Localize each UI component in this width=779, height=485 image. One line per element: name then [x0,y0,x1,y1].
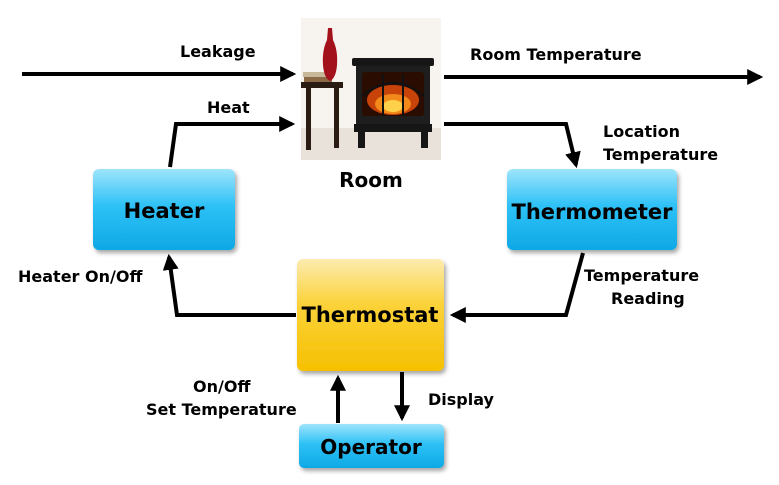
heater-on-off-label: Heater On/Off [18,267,143,286]
heat-arrow [168,116,296,168]
thermometer-label: Thermometer [512,200,674,224]
temperature-reading-label-line1: Temperature [584,266,699,285]
set-temperature-label: Set Temperature [146,400,297,419]
on-off-label: On/Off [193,377,251,396]
location-temperature-arrow [444,122,581,169]
operator-box: Operator [299,424,444,468]
room-label: Room [339,168,403,192]
room-image [301,18,441,160]
thermostat-label: Thermostat [302,303,439,327]
heater-on-off-arrow [162,253,296,317]
operator-label: Operator [320,435,422,459]
display-label: Display [428,390,495,409]
location-temperature-label-line2: Temperature [603,145,718,164]
temperature-reading-arrow [449,252,585,323]
temperature-reading-label-line2: Reading [611,289,685,308]
heater-label: Heater [124,199,205,223]
leakage-label: Leakage [180,42,256,61]
thermostat-box: Thermostat [297,259,444,371]
location-temperature-label-line1: Location [603,122,680,141]
heater-box: Heater [93,169,235,250]
thermometer-box: Thermometer [507,169,677,250]
heat-label: Heat [207,98,250,117]
room-temperature-label: Room Temperature [470,45,642,64]
